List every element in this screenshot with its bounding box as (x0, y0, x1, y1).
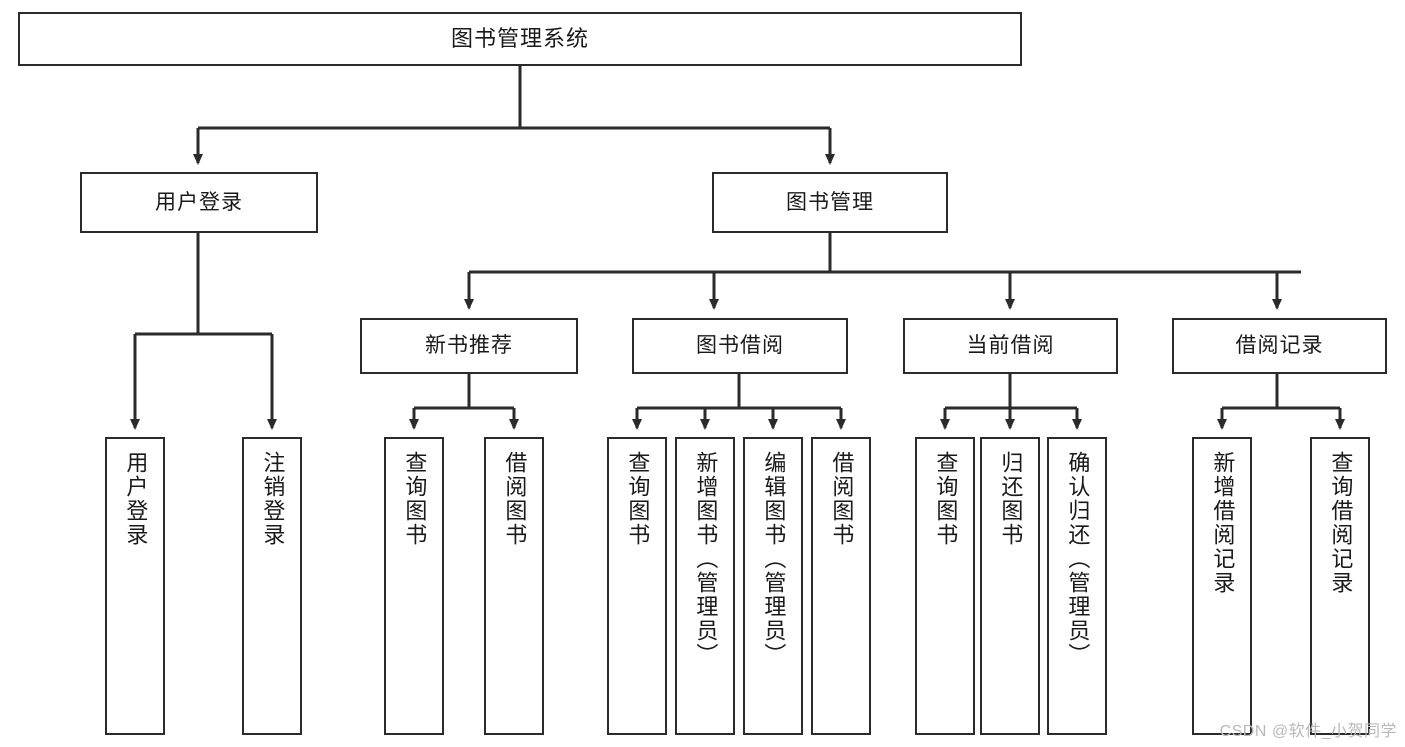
leaf-edit-book[interactable]: 编辑图书（管理员） (743, 437, 803, 735)
node-label: 用户登录 (155, 190, 243, 214)
leaf-label: 确认归还（管理员） (1065, 451, 1091, 667)
node-root-system[interactable]: 图书管理系统 (18, 12, 1022, 66)
leaf-label: 归还图书 (998, 451, 1024, 547)
node-label: 借阅记录 (1235, 334, 1324, 358)
leaf-label: 借阅图书 (829, 451, 855, 547)
leaf-borrow-book-recommend[interactable]: 借阅图书 (484, 437, 544, 735)
leaf-label: 查询借阅记录 (1328, 451, 1354, 595)
leaf-query-book-borrow[interactable]: 查询图书 (607, 437, 667, 735)
leaf-label: 查询图书 (402, 451, 428, 547)
leaf-query-book-current[interactable]: 查询图书 (915, 437, 975, 735)
leaf-label: 查询图书 (625, 451, 651, 547)
leaf-label: 用户登录 (123, 451, 149, 547)
node-new-book-recommend[interactable]: 新书推荐 (360, 318, 578, 374)
leaf-borrow-book-borrow[interactable]: 借阅图书 (811, 437, 871, 735)
node-label: 当前借阅 (966, 334, 1055, 358)
leaf-add-borrow-record[interactable]: 新增借阅记录 (1192, 437, 1252, 735)
leaf-label: 新增借阅记录 (1210, 451, 1236, 595)
node-label: 图书管理 (786, 190, 874, 214)
leaf-label: 编辑图书（管理员） (761, 451, 787, 667)
node-book-borrow[interactable]: 图书借阅 (632, 318, 848, 374)
leaf-label: 注销登录 (260, 451, 286, 547)
leaf-add-book[interactable]: 新增图书（管理员） (675, 437, 735, 735)
watermark-text: CSDN @软件_小贺同学 (1219, 723, 1397, 740)
leaf-return-book[interactable]: 归还图书 (980, 437, 1040, 735)
leaf-query-borrow-record[interactable]: 查询借阅记录 (1310, 437, 1370, 735)
node-borrow-record[interactable]: 借阅记录 (1172, 318, 1387, 374)
leaf-label: 借阅图书 (502, 451, 528, 547)
leaf-confirm-return[interactable]: 确认归还（管理员） (1047, 437, 1107, 735)
node-user-login[interactable]: 用户登录 (80, 172, 318, 233)
leaf-user-login[interactable]: 用户登录 (105, 437, 165, 735)
leaf-logout-login[interactable]: 注销登录 (242, 437, 302, 735)
node-book-manage[interactable]: 图书管理 (712, 172, 948, 233)
node-label: 图书借阅 (696, 334, 784, 358)
leaf-query-book-recommend[interactable]: 查询图书 (384, 437, 444, 735)
node-current-borrow[interactable]: 当前借阅 (903, 318, 1118, 374)
leaf-label: 查询图书 (933, 451, 959, 547)
node-label: 新书推荐 (425, 334, 513, 358)
node-label: 图书管理系统 (450, 25, 589, 51)
leaf-label: 新增图书（管理员） (693, 451, 719, 667)
